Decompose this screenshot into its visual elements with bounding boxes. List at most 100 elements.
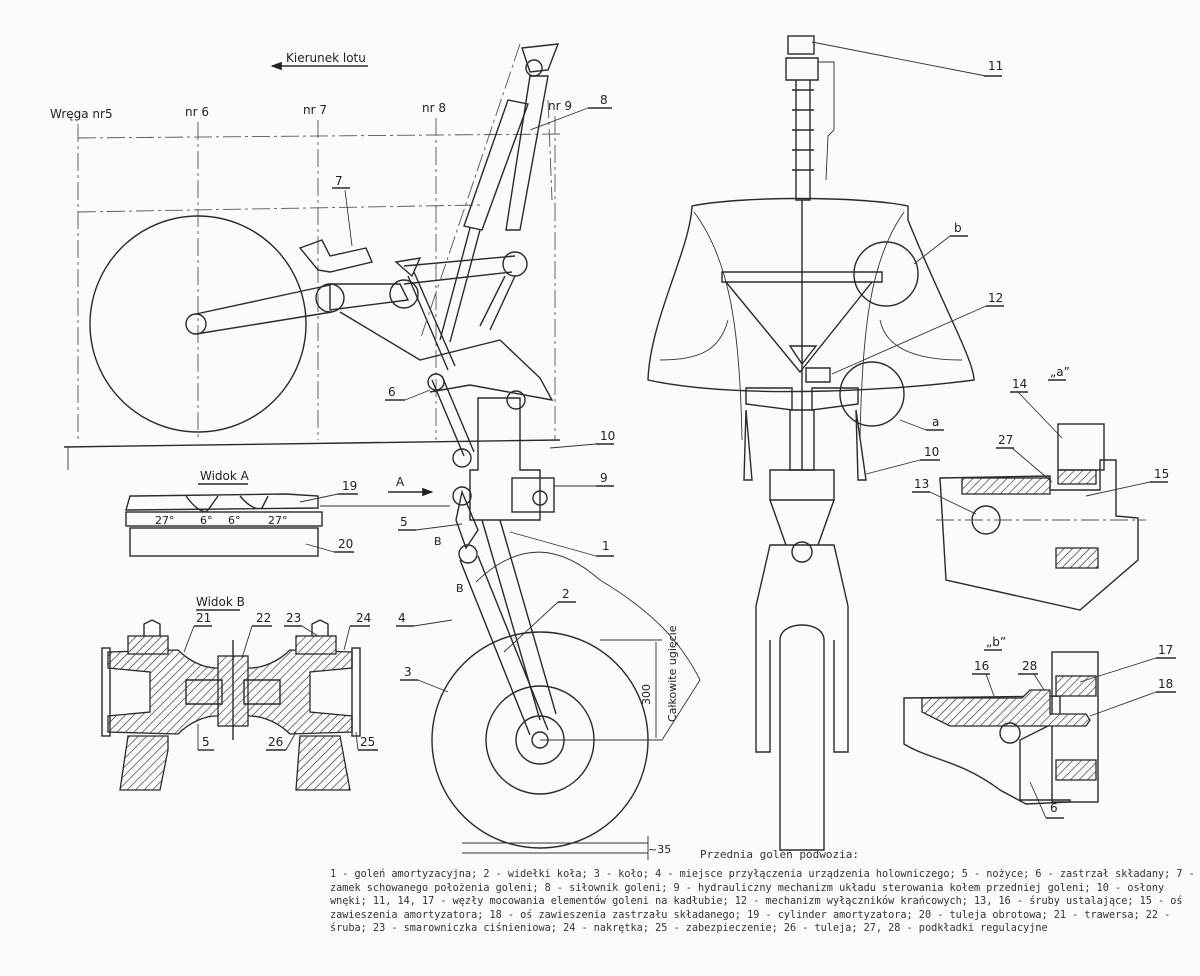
actuator-body-2: [505, 75, 549, 231]
frame-label-9: nr 9: [548, 99, 572, 113]
part-number-22: 22: [256, 611, 271, 625]
part-number-19: 19: [342, 479, 357, 493]
detail-a: „a” 14 27 15 13: [912, 365, 1169, 611]
part-number-13: 13: [914, 477, 929, 491]
cover-10-right: [855, 409, 867, 481]
bay-frame-left: [693, 211, 743, 441]
linkage-bar: [403, 255, 516, 285]
view-a-title: Widok A: [200, 469, 250, 483]
actuator-body: [463, 99, 529, 231]
leader-line: [415, 523, 463, 531]
part-number-20: 20: [338, 537, 353, 551]
part-number-16: 16: [974, 659, 989, 673]
part-number-5-view-b: 5: [202, 735, 210, 749]
part-number-21: 21: [196, 611, 211, 625]
frame-label-6: nr 6: [185, 105, 209, 119]
part-number-11: 11: [988, 59, 1003, 73]
travel-envelope: [475, 551, 701, 741]
leader-line: [355, 731, 359, 751]
caption: 1 - goleń amortyzacyjna; 2 - widełki koł…: [330, 868, 1200, 936]
angle-label: 27°: [268, 514, 288, 527]
support-left: [119, 735, 169, 791]
fuselage-bracket: [339, 311, 554, 401]
leader-line: [1089, 691, 1157, 717]
frame-label-7: nr 7: [303, 103, 327, 117]
detail-b-title: „b”: [986, 635, 1006, 649]
bay-frame-right: [859, 211, 905, 441]
leader-line: [1079, 657, 1157, 683]
angle-mark: B: [456, 582, 464, 595]
part-number-1: 1: [602, 539, 610, 553]
direction-label: Kierunek lotu: [286, 51, 366, 65]
pin-18: [921, 689, 1091, 727]
part-number-14: 14: [1012, 377, 1027, 391]
leader-line: [299, 493, 339, 503]
part-number-5: 5: [400, 515, 408, 529]
bushing-ring: [1057, 469, 1097, 485]
leader-line: [183, 625, 195, 653]
wheel-bay-shell: [647, 197, 975, 393]
travel-label: Całkowite ugięcie: [666, 625, 679, 722]
retracted-axle: [185, 313, 207, 335]
leader-line: [929, 491, 977, 515]
view-a: Widok A 27° 6° 6° 27° 19 20: [125, 469, 358, 557]
traverse-21-right: [243, 649, 353, 735]
bolt-16: [999, 722, 1021, 744]
strut-pivot: [506, 390, 526, 410]
leader-line: [1033, 673, 1045, 691]
switch-mechanism-12: [805, 367, 831, 383]
actuator-centerline: [419, 43, 521, 341]
horizontal-line: [77, 133, 561, 139]
part-number-23: 23: [286, 611, 301, 625]
end-cap-right: [351, 647, 361, 737]
steering-unit: [511, 477, 555, 513]
hydraulic-line: [818, 61, 835, 181]
strut-pivot: [791, 541, 813, 563]
angle-label: 27°: [155, 514, 175, 527]
front-wheel: [779, 624, 825, 851]
part-number-4: 4: [398, 611, 406, 625]
leader-line: [305, 543, 335, 553]
part-number-17: 17: [1158, 643, 1173, 657]
leader-line: [549, 443, 597, 449]
cylinder-profile-19: [125, 493, 319, 513]
leader-line: [811, 41, 987, 77]
part-number-3: 3: [404, 665, 412, 679]
horizontal-line: [77, 204, 481, 213]
ground-line: [462, 836, 649, 860]
front-fork: [755, 499, 849, 607]
bushing-b-upper: [1055, 675, 1097, 697]
drag-strut-hinge: [452, 448, 472, 468]
angle-label: 6°: [228, 514, 241, 527]
cover-10-left: [743, 409, 753, 481]
part-number-28: 28: [1022, 659, 1037, 673]
leader-line: [831, 305, 987, 375]
part-number-12: 12: [988, 291, 1003, 305]
front-view: 11 b 12 a 10: [647, 35, 1004, 851]
retracted-wheel: [89, 215, 307, 433]
leader-line: [301, 625, 319, 637]
traverse-frame: [721, 271, 883, 374]
part-number-8: 8: [600, 93, 608, 107]
leader-line: [285, 731, 297, 751]
grease-block-left: [127, 635, 169, 655]
mount-plate-right: [811, 387, 859, 411]
linkage-arm: [329, 283, 410, 311]
scissors-pivot: [452, 486, 472, 506]
leader-line: [985, 673, 995, 697]
actuator-rings: [792, 89, 814, 171]
part-number-27: 27: [998, 433, 1013, 447]
bushing-upper: [961, 477, 1051, 495]
leader-line: [509, 531, 597, 557]
linkage-bar: [394, 257, 422, 278]
strut-head: [769, 469, 835, 501]
leader-line: [344, 189, 353, 247]
grease-nipple-23-right: [311, 619, 329, 636]
leader-line: [404, 389, 431, 401]
leader-line: [417, 679, 449, 693]
angle-label: 6°: [200, 514, 213, 527]
part-number-24: 24: [356, 611, 371, 625]
detail-b-circle-label: b: [954, 221, 962, 235]
bay-inner-right: [879, 319, 963, 361]
leader-line: [343, 625, 351, 651]
